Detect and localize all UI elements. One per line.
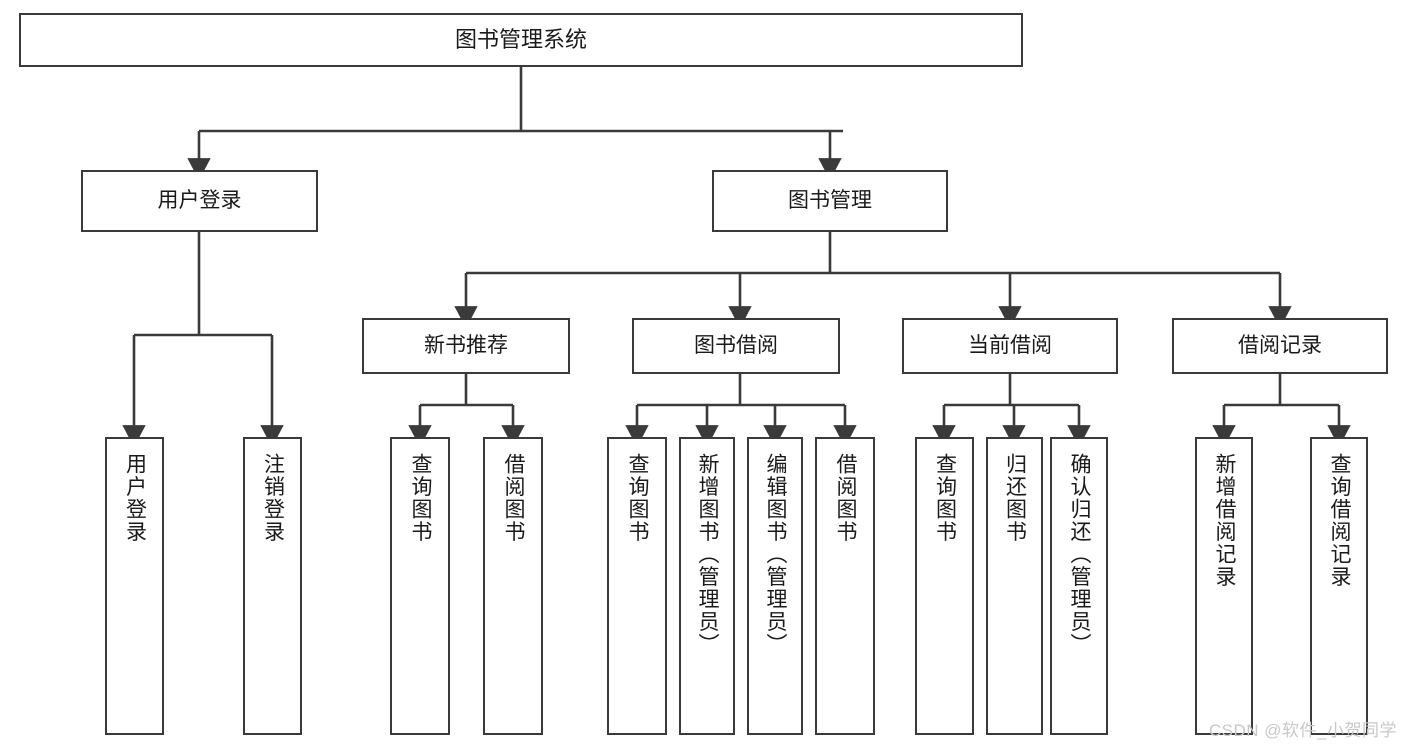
node-leaf-return-book-label: 归还图书 bbox=[1003, 453, 1027, 543]
node-current-borrow[interactable]: 当前借阅 bbox=[902, 318, 1118, 374]
node-leaf-query-record-label: 查询借阅记录 bbox=[1328, 453, 1352, 588]
node-leaf-user-logout[interactable]: 注销登录 bbox=[243, 437, 302, 735]
node-user-login[interactable]: 用户登录 bbox=[81, 170, 318, 232]
watermark-text: CSDN @软件_小贺同学 bbox=[1208, 721, 1397, 740]
node-new-book-recommend-label: 新书推荐 bbox=[424, 333, 508, 357]
node-leaf-borrow-book-1[interactable]: 借阅图书 bbox=[483, 437, 543, 735]
node-leaf-add-record-label: 新增借阅记录 bbox=[1213, 453, 1237, 588]
node-leaf-query-book-1[interactable]: 查询图书 bbox=[390, 437, 450, 735]
node-leaf-query-book-2-label: 查询图书 bbox=[626, 453, 650, 543]
node-leaf-query-book-1-label: 查询图书 bbox=[409, 453, 433, 543]
node-root-label: 图书管理系统 bbox=[454, 27, 587, 53]
node-book-borrow[interactable]: 图书借阅 bbox=[632, 318, 840, 374]
node-leaf-edit-book[interactable]: 编辑图书（管理员） bbox=[747, 437, 803, 735]
node-leaf-user-login[interactable]: 用户登录 bbox=[105, 437, 164, 735]
node-leaf-borrow-book-1-label: 借阅图书 bbox=[502, 453, 526, 543]
node-leaf-borrow-book-2[interactable]: 借阅图书 bbox=[815, 437, 875, 735]
node-leaf-query-book-3-label: 查询图书 bbox=[933, 453, 957, 543]
node-leaf-edit-book-label: 编辑图书（管理员） bbox=[764, 453, 788, 656]
node-leaf-user-login-label: 用户登录 bbox=[123, 453, 147, 543]
node-leaf-borrow-book-2-label: 借阅图书 bbox=[834, 453, 858, 543]
node-leaf-add-book-label: 新增图书（管理员） bbox=[696, 453, 720, 656]
node-leaf-add-record[interactable]: 新增借阅记录 bbox=[1195, 437, 1253, 735]
node-leaf-confirm-return[interactable]: 确认归还（管理员） bbox=[1050, 437, 1108, 735]
node-new-book-recommend[interactable]: 新书推荐 bbox=[362, 318, 570, 374]
node-root[interactable]: 图书管理系统 bbox=[19, 13, 1023, 67]
node-leaf-confirm-return-label: 确认归还（管理员） bbox=[1068, 453, 1092, 656]
node-leaf-query-book-2[interactable]: 查询图书 bbox=[607, 437, 667, 735]
node-borrow-record[interactable]: 借阅记录 bbox=[1172, 318, 1388, 374]
node-book-manage[interactable]: 图书管理 bbox=[712, 170, 948, 232]
node-book-borrow-label: 图书借阅 bbox=[694, 333, 778, 357]
node-leaf-user-logout-label: 注销登录 bbox=[261, 453, 285, 543]
node-leaf-query-record[interactable]: 查询借阅记录 bbox=[1310, 437, 1368, 735]
node-book-manage-label: 图书管理 bbox=[788, 188, 872, 212]
node-current-borrow-label: 当前借阅 bbox=[968, 333, 1052, 357]
node-leaf-query-book-3[interactable]: 查询图书 bbox=[915, 437, 974, 735]
node-leaf-return-book[interactable]: 归还图书 bbox=[986, 437, 1043, 735]
node-leaf-add-book[interactable]: 新增图书（管理员） bbox=[679, 437, 735, 735]
node-user-login-label: 用户登录 bbox=[157, 188, 242, 212]
node-borrow-record-label: 借阅记录 bbox=[1238, 333, 1322, 357]
